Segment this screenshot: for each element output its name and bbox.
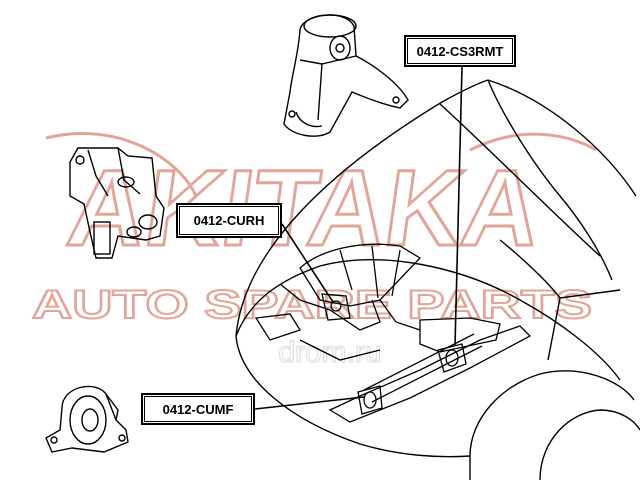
rear-mount-drawing — [283, 14, 409, 137]
front-mount-drawing — [45, 385, 129, 453]
watermark: AKITAKA AUTO SPARE PARTS drom.ru — [31, 132, 597, 370]
cumf-mount-part — [357, 385, 383, 415]
transmission-mount-drawing — [69, 147, 165, 259]
curh-mount-part — [321, 293, 351, 321]
cs3rmt-mount-part — [437, 343, 467, 373]
label-0412-cs3rmt: 0412-CS3RMT — [404, 35, 516, 67]
hood-outline — [235, 79, 489, 337]
watermark-swoosh — [45, 132, 597, 197]
leader-curh — [281, 223, 334, 303]
watermark-tagline: AUTO SPARE PARTS — [32, 283, 592, 327]
leader-cumf — [254, 396, 365, 410]
watermark-site: drom.ru — [278, 336, 381, 369]
label-0412-curh: 0412-CURH — [176, 203, 282, 238]
engine-bay-drawing — [254, 243, 532, 423]
label-0412-cumf: 0412-CUMF — [141, 393, 255, 425]
leader-lines — [254, 66, 463, 410]
crossmember — [328, 325, 532, 423]
car-body-drawing — [235, 79, 640, 480]
leader-cs3rmt — [454, 66, 463, 347]
